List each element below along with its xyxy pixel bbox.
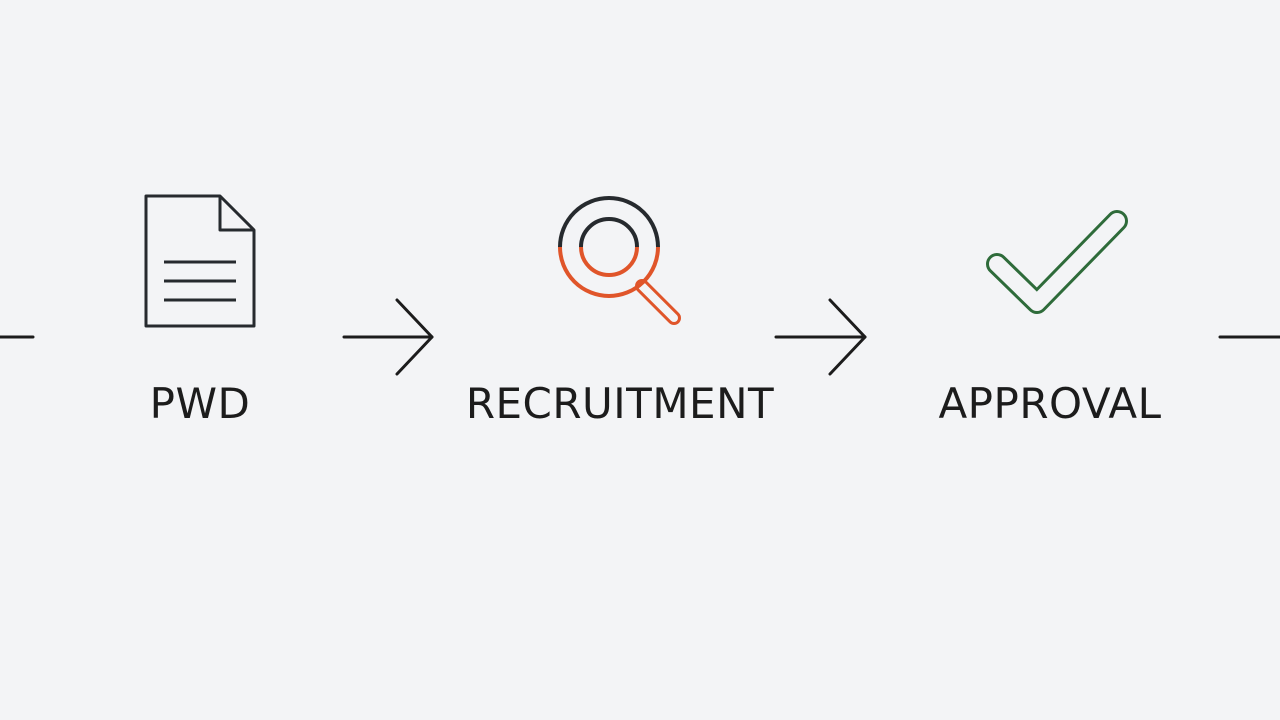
checkmark-icon	[986, 210, 1128, 314]
step-label-recruitment: RECRUITMENT	[465, 379, 775, 428]
magnifier-icon	[558, 196, 681, 325]
step-label-pwd: PWD	[149, 379, 251, 428]
step-label-approval: APPROVAL	[938, 379, 1162, 428]
arrow-2-icon	[774, 298, 867, 376]
document-icon	[144, 194, 256, 328]
arrow-1-icon	[342, 298, 434, 376]
